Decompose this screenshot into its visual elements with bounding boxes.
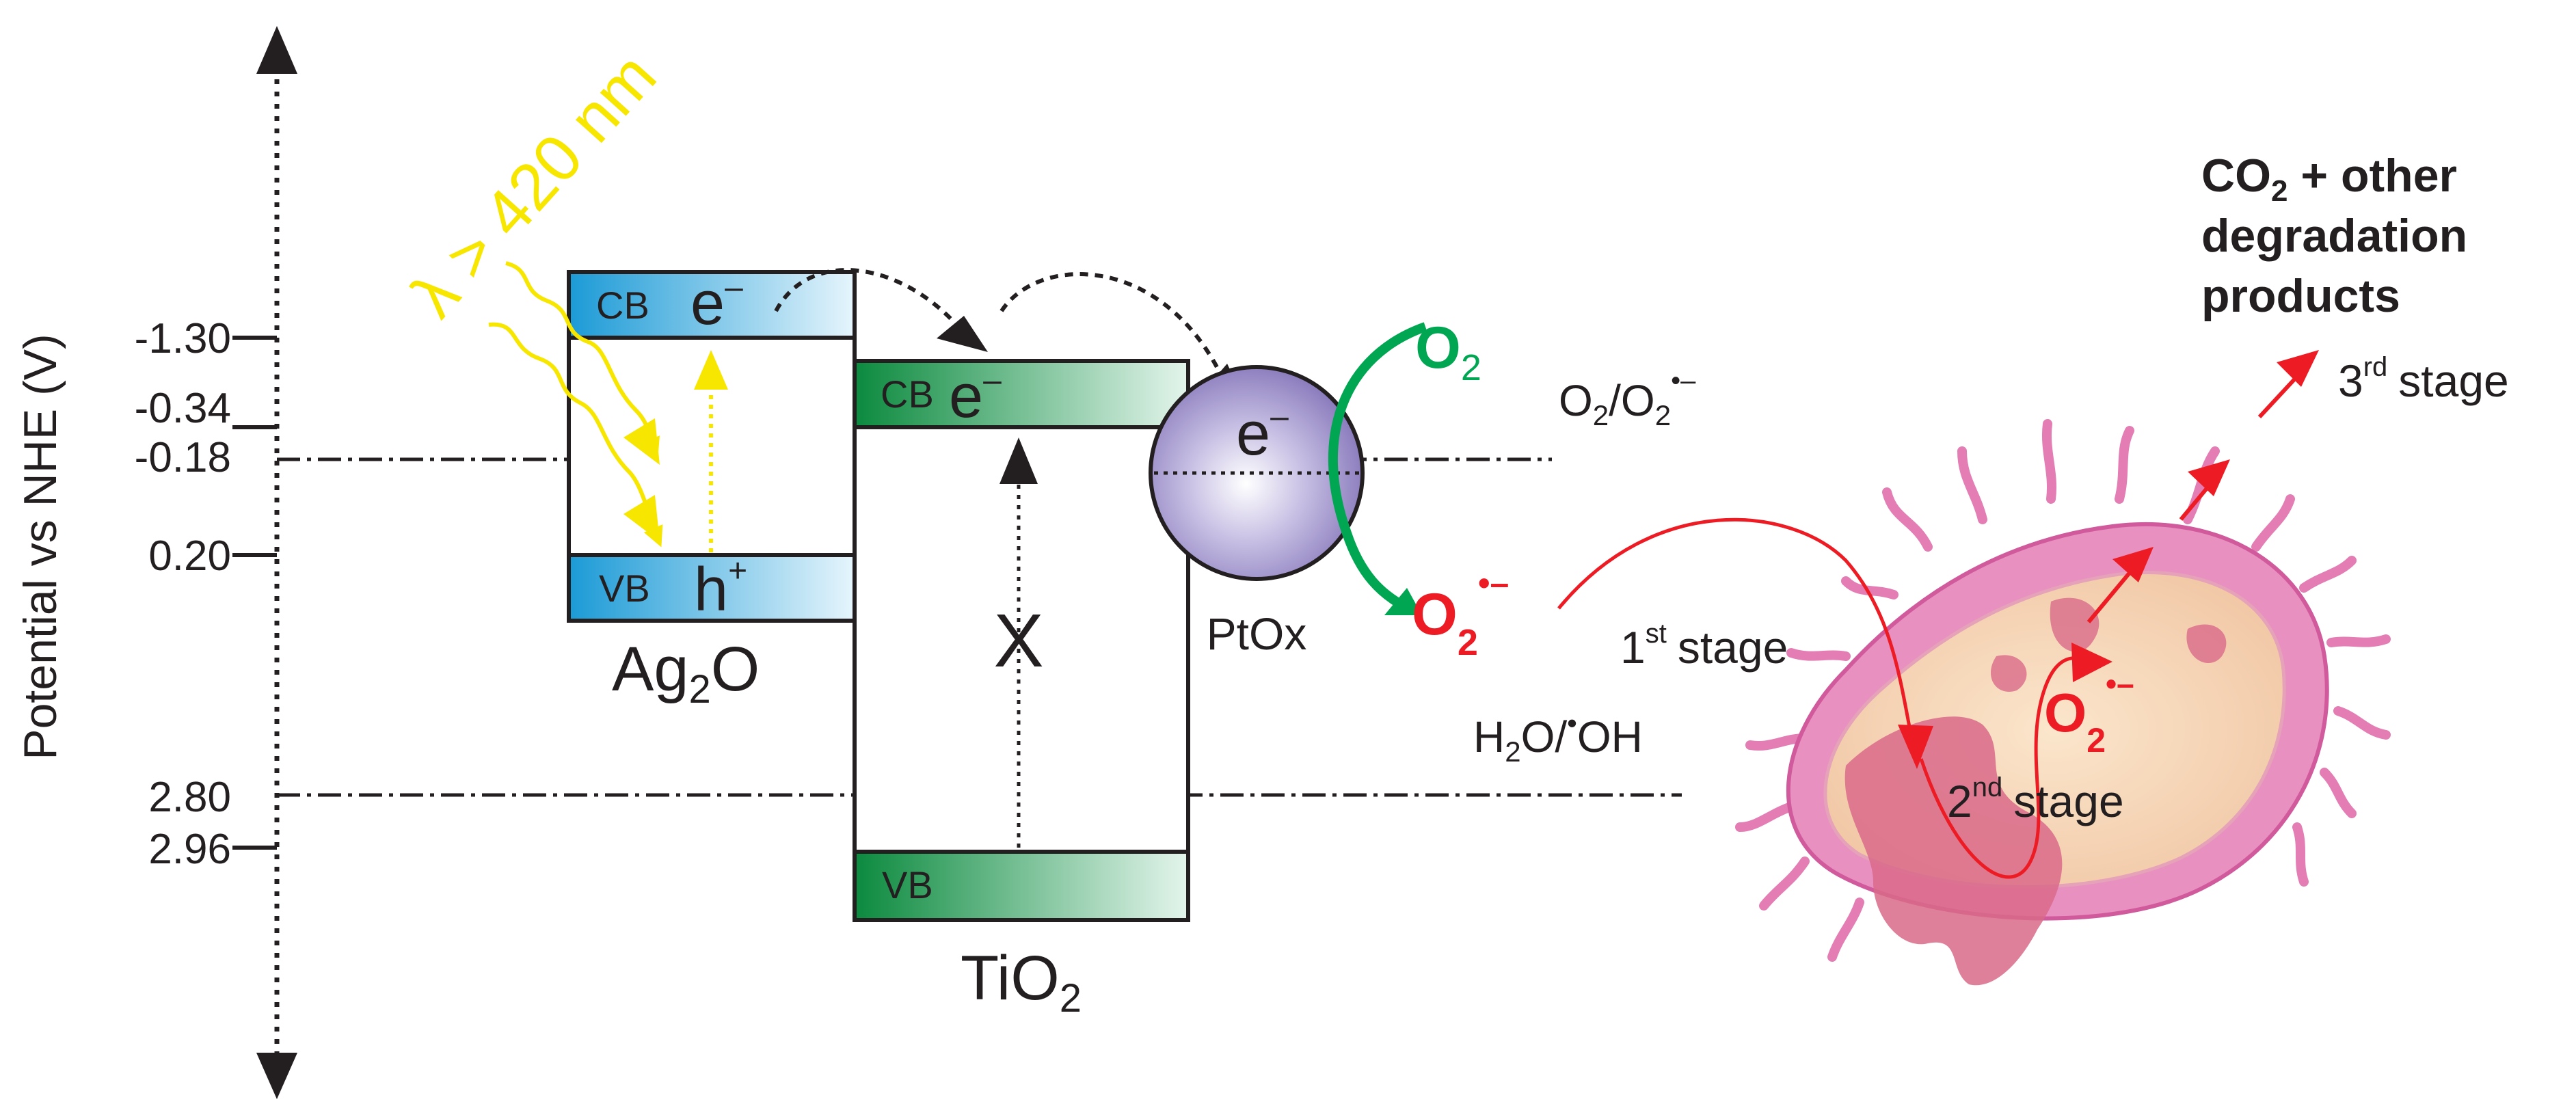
tio2-semiconductor: CB e– VB X TiO2 — [853, 359, 1190, 1021]
tio2-blocked-mark: X — [993, 599, 1043, 683]
axis-tick-labels: -1.30 -0.34 -0.18 0.20 2.80 2.96 — [135, 315, 231, 873]
superoxide-radical: O2•– — [1412, 564, 1509, 663]
products-line-1: CO2 + other — [2201, 150, 2457, 208]
degradation-products: CO2 + other degradation products — [2201, 150, 2467, 322]
potential-axis: Potential vs NHE (V) — [14, 26, 297, 1099]
light-arrowhead-1 — [623, 418, 660, 465]
transfer-tio2-to-ptox — [999, 272, 1229, 390]
ag2o-excitation-arrowhead — [694, 350, 728, 390]
tio2-excitation-arrowhead — [999, 437, 1038, 484]
ptox-sphere — [1149, 365, 1365, 581]
light-wave-2 — [488, 322, 663, 548]
tick-label: -0.18 — [135, 434, 231, 481]
ptox-label: PtOx — [1207, 608, 1307, 659]
tio2-name: TiO2 — [961, 943, 1082, 1021]
second-stage-path — [1919, 656, 2099, 879]
third-stage-arrowhead-inner — [2112, 547, 2154, 582]
axis-arrow-down — [256, 1053, 297, 1099]
oxygen-reduction-arrowhead — [1384, 588, 1422, 615]
axis-label: Potential vs NHE (V) — [14, 334, 66, 760]
ptox-electron: e– — [1236, 399, 1289, 468]
second-stage-arrowhead — [2071, 643, 2112, 682]
ag2o-electron: e– — [690, 269, 743, 338]
ag2o-conduction-band — [567, 270, 857, 340]
axis-arrow-up — [256, 26, 297, 74]
tick-label: 2.80 — [148, 774, 231, 821]
ag2o-hole: h+ — [694, 553, 747, 624]
products-line-2: degradation — [2201, 210, 2467, 262]
bacterium-damage-spot-3 — [2186, 624, 2227, 664]
axis-ticks — [232, 336, 277, 850]
ag2o-vb-label: VB — [599, 567, 650, 610]
bacterium-flagella — [1735, 419, 2391, 962]
tio2-conduction-band — [853, 359, 1190, 429]
oxygen-molecule: O2 — [1415, 315, 1481, 388]
tio2-cb-label: CB — [881, 373, 934, 416]
bacterium-damage-spot-1 — [2050, 597, 2099, 652]
bacterium-damage-region — [1844, 716, 2063, 986]
o2-superoxide-couple: O2/O2•– — [1559, 366, 1696, 431]
tio2-electron: e– — [949, 362, 1002, 431]
water-hydroxyl-couple: H2O/•OH — [1473, 707, 1643, 768]
oxygen-reduction: O2 O2•– — [1328, 315, 1509, 663]
third-stage-arrowhead-outer — [2277, 350, 2319, 387]
tick-label: -1.30 — [135, 315, 231, 362]
third-stage-arrowhead-mid — [2188, 459, 2230, 496]
electron-transfer — [774, 268, 1229, 390]
oxygen-reduction-arc — [1328, 322, 1427, 613]
intracellular-superoxide: O2•– — [2044, 666, 2134, 759]
bacterium-damage-spot-2 — [1990, 655, 2027, 692]
transfer-arrowhead-1 — [937, 316, 988, 352]
first-stage-path — [1557, 517, 1916, 753]
products-line-3: products — [2201, 270, 2400, 322]
tio2-vb-label: VB — [882, 863, 933, 906]
ag2o-name: Ag2O — [612, 634, 760, 712]
ag2o-cb-label: CB — [596, 284, 649, 327]
tick-label: -0.34 — [135, 385, 231, 432]
tick-label: 2.96 — [148, 826, 231, 873]
ag2o-semiconductor: CB e– VB h+ Ag2O — [567, 269, 857, 712]
degradation-pathway — [1557, 517, 2099, 879]
ptox-cocatalyst: e– PtOx — [1149, 365, 1365, 659]
tick-label: 0.20 — [148, 532, 231, 580]
tio2-valence-band — [853, 850, 1190, 922]
light-wave-1 — [505, 261, 660, 459]
light-arrowhead-2 — [623, 495, 660, 541]
first-stage-arrowhead — [1898, 725, 1933, 769]
